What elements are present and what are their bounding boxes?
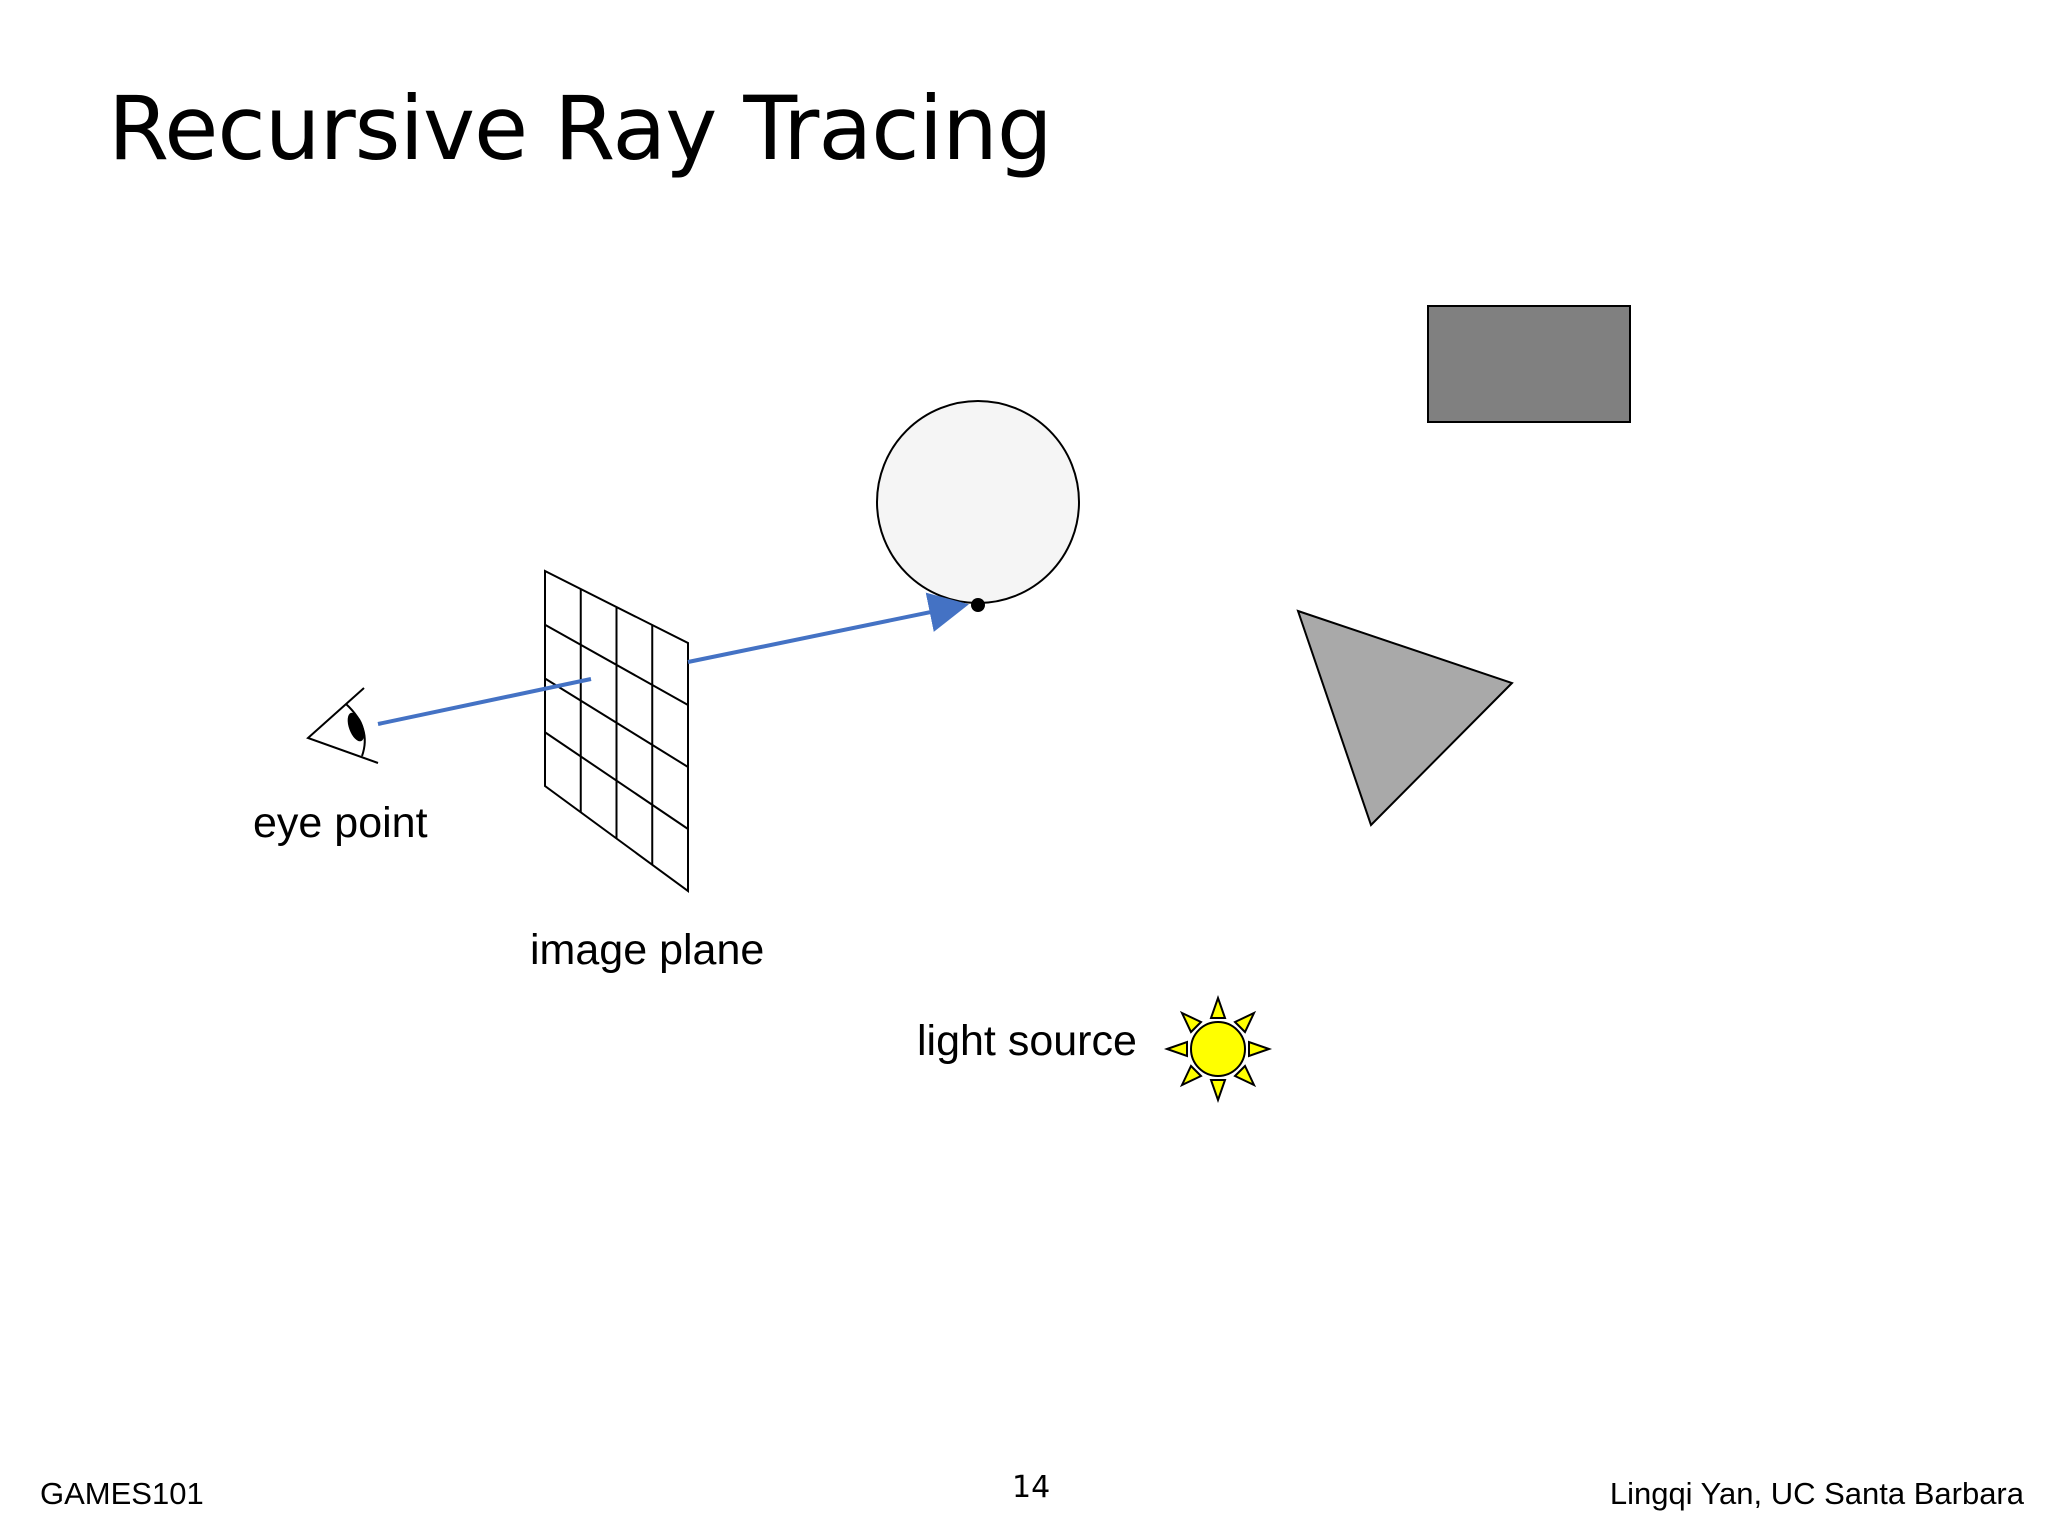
footer-course: GAMES101 <box>40 1476 204 1511</box>
ray-segment-plane-to-sphere <box>687 592 969 664</box>
light-source-label: light source <box>917 1017 1137 1065</box>
image-plane-grid <box>544 569 689 893</box>
image-plane-label: image plane <box>530 926 764 974</box>
page-number: 14 <box>1012 1470 1051 1505</box>
ray-segment-eye-to-plane <box>377 677 592 726</box>
slide-title: Recursive Ray Tracing <box>108 77 1053 180</box>
footer-author: Lingqi Yan, UC Santa Barbara <box>1609 1476 2024 1511</box>
triangle-object <box>1296 609 1514 827</box>
rectangle-object <box>1427 305 1631 423</box>
eye-point-label: eye point <box>253 799 428 847</box>
hit-point <box>971 598 985 612</box>
sphere-object <box>876 400 1080 604</box>
eye-icon <box>306 687 379 764</box>
sun-icon <box>1163 994 1273 1104</box>
